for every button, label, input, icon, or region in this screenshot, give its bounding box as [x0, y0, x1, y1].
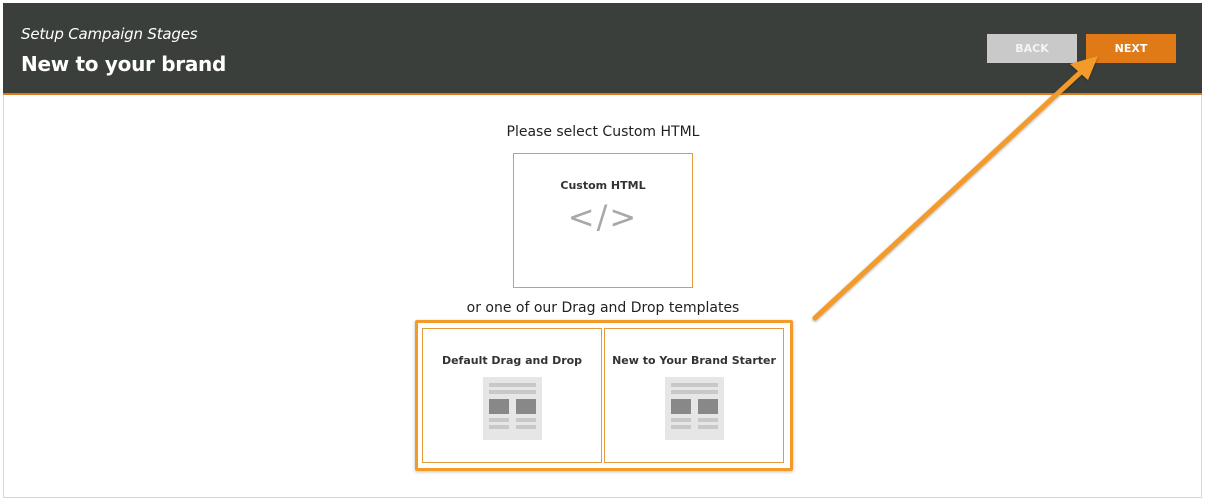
templates-prompt: or one of our Drag and Drop templates	[466, 300, 740, 316]
template-layout-icon	[665, 377, 724, 440]
page-title: New to your brand	[21, 52, 226, 76]
template-layout-icon	[483, 377, 542, 440]
custom-html-card[interactable]: Custom HTML </>	[513, 153, 693, 288]
page-header: Setup Campaign Stages New to your brand …	[3, 3, 1202, 95]
back-button[interactable]: BACK	[987, 34, 1077, 63]
template-card-default-drag-and-drop[interactable]: Default Drag and Drop	[422, 328, 602, 463]
template-card-label: Default Drag and Drop	[441, 354, 583, 367]
next-button[interactable]: NEXT	[1086, 34, 1176, 63]
templates-highlight-box	[415, 320, 793, 471]
custom-html-prompt: Please select Custom HTML	[506, 124, 700, 140]
code-icon: </>	[567, 198, 639, 236]
custom-html-card-label: Custom HTML	[560, 179, 646, 192]
header-subtitle: Setup Campaign Stages	[21, 25, 198, 43]
template-card-label: New to Your Brand Starter	[612, 354, 776, 367]
template-card-new-to-your-brand-starter[interactable]: New to Your Brand Starter	[604, 328, 784, 463]
